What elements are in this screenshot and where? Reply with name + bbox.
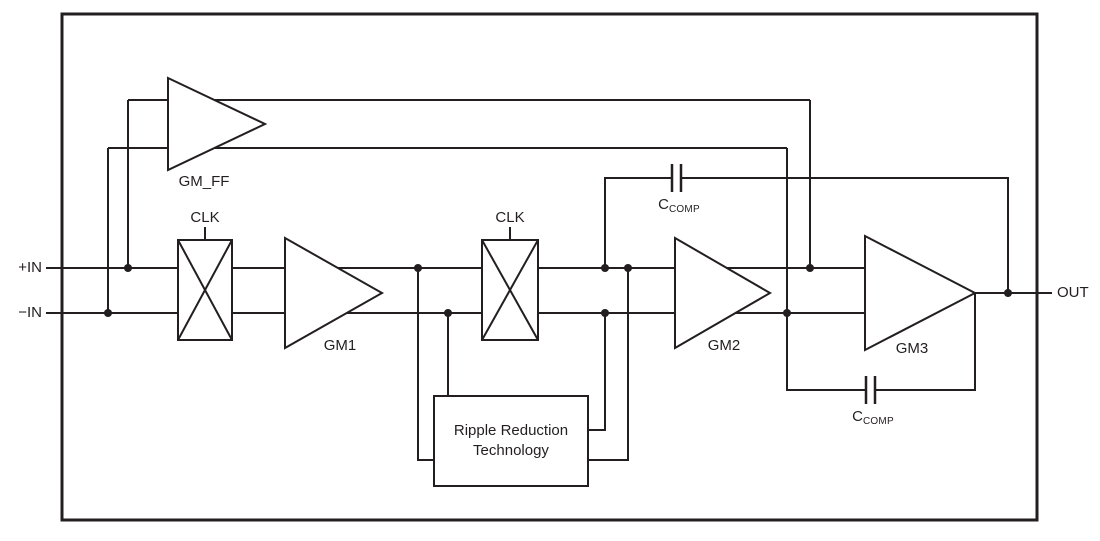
output-chopper-clock-label: CLK xyxy=(495,209,525,226)
gm1-amplifier-label: GM1 xyxy=(323,337,357,354)
ripple-reduction-label-line2: Technology xyxy=(473,442,549,459)
gm3-amplifier-label: GM3 xyxy=(895,340,929,357)
gm1-amplifier-symbol xyxy=(284,236,385,350)
ripple-reduction-label-line1: Ripple Reduction xyxy=(453,422,569,439)
comp-capacitor-bottom-label: CCOMP xyxy=(852,408,894,428)
input-chopper-clock-label: CLK xyxy=(190,209,220,226)
gm2-amplifier-label: GM2 xyxy=(707,337,741,354)
gm3-amplifier-symbol xyxy=(864,234,978,352)
feedforward-amplifier-label: GM_FF xyxy=(178,173,230,190)
port-label-in-negative: −IN xyxy=(18,304,42,321)
input-chopper-symbol xyxy=(177,239,233,341)
comp-capacitor-top-symbol xyxy=(670,164,683,192)
comp-capacitor-bottom-symbol xyxy=(864,376,877,404)
ripple-reduction-block xyxy=(433,395,589,487)
junction-dots xyxy=(104,264,1012,317)
comp-capacitor-top-label-subscript: COMP xyxy=(669,204,700,215)
comp-capacitor-bottom-label-subscript: COMP xyxy=(863,416,894,427)
feedforward-amplifier-symbol xyxy=(167,76,268,172)
comp-capacitor-top-label-symbol: C xyxy=(658,196,670,213)
gm2-amplifier-symbol xyxy=(674,236,772,350)
output-chopper-symbol xyxy=(481,239,539,341)
port-label-in-positive: +IN xyxy=(18,259,42,276)
port-label-out: OUT xyxy=(1057,284,1089,301)
ripple-reduction-label: Ripple Reduction Technology xyxy=(434,396,588,486)
comp-capacitor-top-label: CCOMP xyxy=(658,196,700,216)
comp-capacitor-bottom-label-symbol: C xyxy=(852,408,864,425)
